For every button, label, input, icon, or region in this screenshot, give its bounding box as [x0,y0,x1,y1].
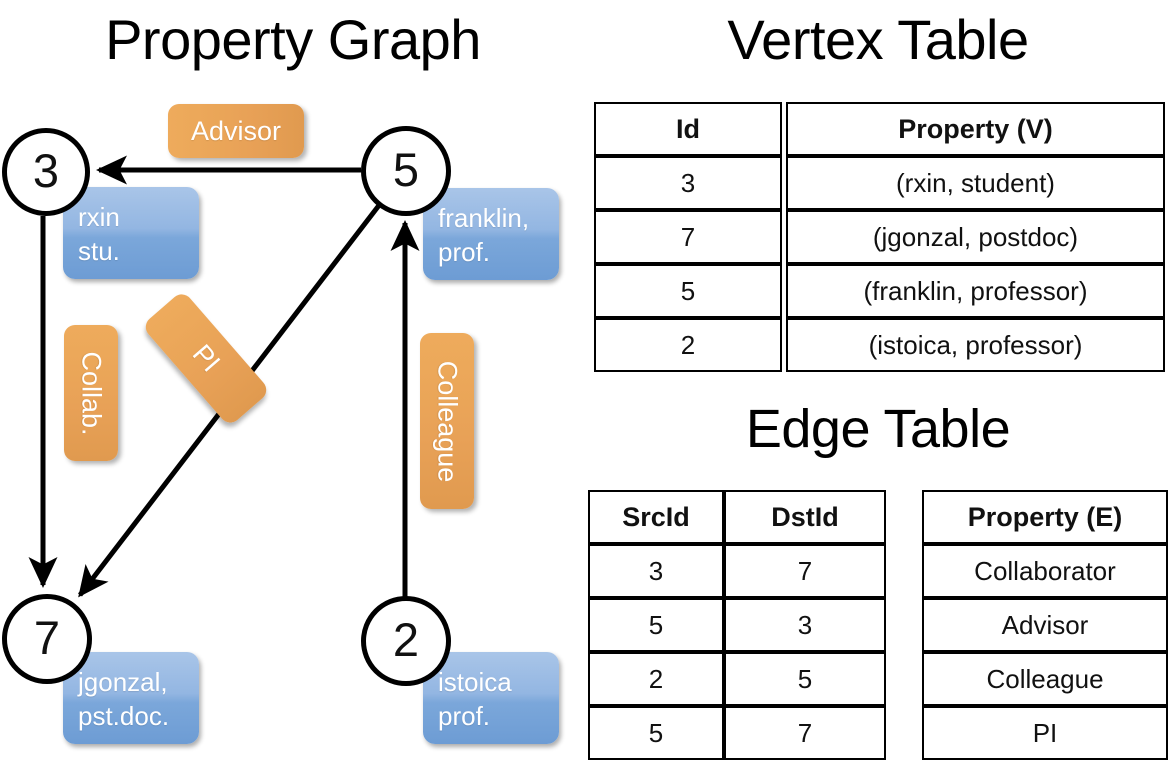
vertex-table-header-property: Property (V) [786,102,1165,156]
edge-label-advisor-text: Advisor [190,115,282,146]
edge-label-advisor[interactable]: Advisor [168,104,304,158]
vertex-property-box-2[interactable]: istoica prof. [423,652,559,744]
vertex-property-box-3-line2: stu. [78,236,120,266]
vertex-property-box-7[interactable]: jgonzal, pst.doc. [63,652,199,744]
vertex-table-row-cell-property: (rxin, student) [786,156,1165,210]
vertex-table-row-cell-property: (istoica, professor) [786,318,1165,372]
graph-node-5[interactable]: 5 [361,126,451,216]
edge-table-row-cell-dstid: 3 [724,598,886,652]
vertex-table-row-cell-id: 3 [594,156,782,210]
vertex-property-box-2-line1: istoica [438,667,512,697]
vertex-table-row-cell-id: 2 [594,318,782,372]
page-title-vertex-table: Vertex Table [727,8,1029,71]
vertex-table-row-cell-id: 7 [594,210,782,264]
edge-table-header-property: Property (E) [922,490,1168,544]
edge-table-row-cell-property: Colleague [922,652,1168,706]
graph-node-3[interactable]: 3 [2,128,90,216]
edge-table-header-srcid: SrcId [588,490,724,544]
edge-table-row-cell-dstid: 5 [724,652,886,706]
vertex-table-row-cell-id: 5 [594,264,782,318]
vertex-property-box-7-line2: pst.doc. [78,701,170,731]
page-title-property-graph: Property Graph [105,8,481,71]
vertex-table-row-cell-property: (jgonzal, postdoc) [786,210,1165,264]
page-title-edge-table: Edge Table [745,399,1011,459]
graph-node-2[interactable]: 2 [361,596,451,686]
vertex-property-box-2-line2: prof. [438,701,491,731]
edge-label-collab[interactable]: Collab. [64,325,118,461]
edge-table-row-cell-dstid: 7 [724,544,886,598]
vertex-property-box-3[interactable]: rxin stu. [63,187,199,279]
edge-table-row-cell-dstid: 7 [724,706,886,760]
edge-table-row-cell-srcid: 3 [588,544,724,598]
graph-node-3-label: 3 [32,143,60,197]
vertex-property-box-5-line2: prof. [438,237,491,267]
edge-table-row-cell-property: Collaborator [922,544,1168,598]
edge-table-row-cell-srcid: 2 [588,652,724,706]
vertex-property-box-5-line1: franklin, [438,203,530,233]
graph-node-2-label: 2 [392,612,420,666]
edge-table-row-cell-srcid: 5 [588,598,724,652]
edge-table-row-cell-property: PI [922,706,1168,760]
edge-label-colleague[interactable]: Colleague [420,333,474,509]
vertex-property-box-3-line1: rxin [78,202,120,232]
graph-node-5-label: 5 [392,142,420,196]
vertex-property-box-7-line1: jgonzal, [78,667,168,697]
vertex-table-header-id: Id [594,102,782,156]
graph-node-7[interactable]: 7 [2,594,92,684]
edge-table-row-cell-srcid: 5 [588,706,724,760]
edge-table-row-cell-property: Advisor [922,598,1168,652]
vertex-property-box-5[interactable]: franklin, prof. [423,188,559,280]
vertex-table-row-cell-property: (franklin, professor) [786,264,1165,318]
graph-node-7-label: 7 [33,610,61,664]
edge-table-header-dstid: DstId [724,490,886,544]
